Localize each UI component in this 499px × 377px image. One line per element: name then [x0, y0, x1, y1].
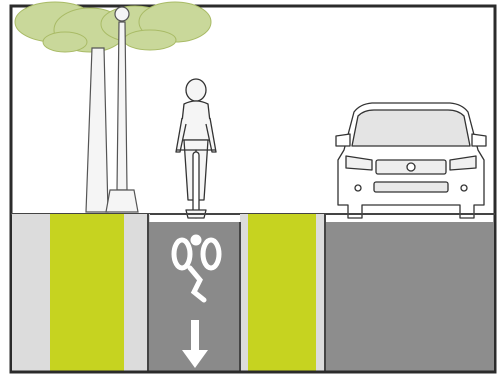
roadway — [326, 222, 494, 371]
median-planting-strip — [248, 214, 316, 371]
left-planting-strip — [50, 214, 124, 371]
car-icon — [336, 103, 486, 218]
